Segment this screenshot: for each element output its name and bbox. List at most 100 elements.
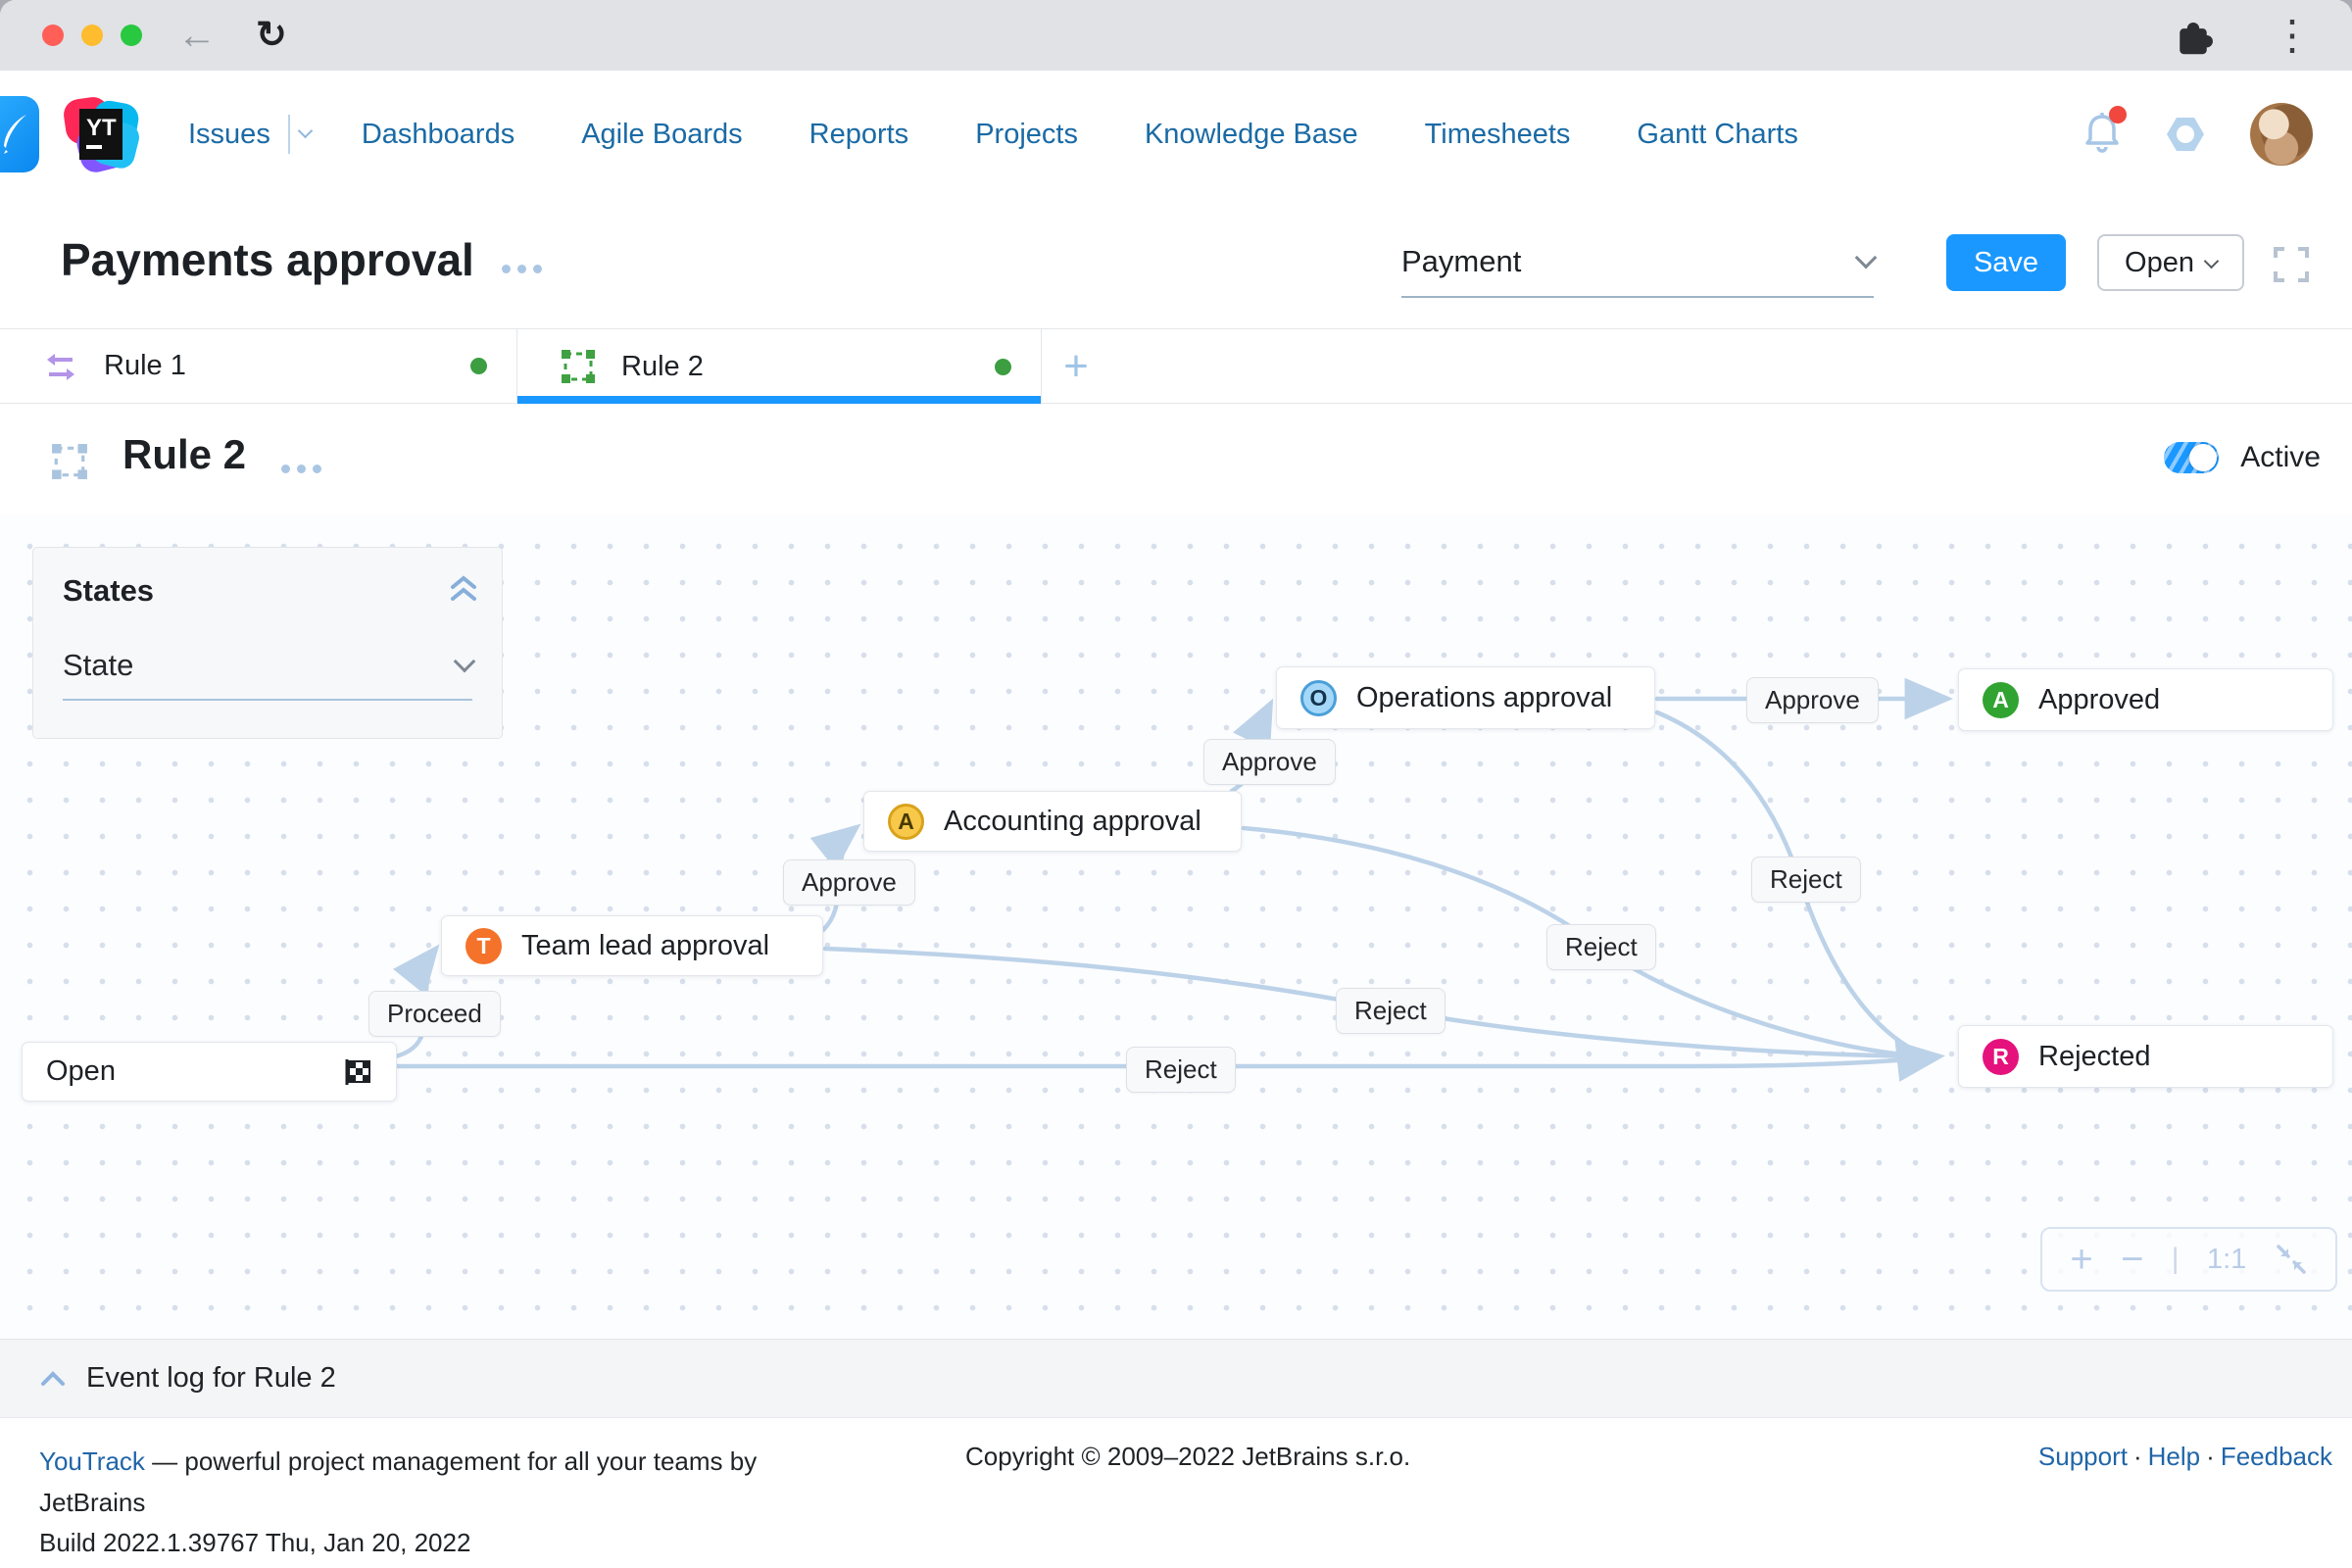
state-machine-rule-icon bbox=[562, 350, 595, 383]
transition-approve-operations[interactable]: Approve bbox=[1746, 677, 1879, 723]
nav-item-projects[interactable]: Projects bbox=[975, 118, 1078, 150]
node-operations-approval[interactable]: O Operations approval bbox=[1276, 666, 1655, 729]
youtrack-link[interactable]: YouTrack bbox=[39, 1446, 145, 1476]
event-log-collapse-icon[interactable] bbox=[39, 1369, 67, 1389]
transition-reject-accounting[interactable]: Reject bbox=[1546, 924, 1656, 970]
zoom-ratio-button[interactable]: 1:1 bbox=[2206, 1243, 2247, 1275]
issues-dropdown-chevron-icon[interactable] bbox=[297, 122, 314, 138]
collapse-panel-icon[interactable] bbox=[449, 573, 478, 605]
active-toggle-label: Active bbox=[2240, 441, 2321, 473]
footer-copyright: Copyright © 2009–2022 JetBrains s.r.o. bbox=[965, 1442, 1411, 1471]
node-rejected[interactable]: R Rejected bbox=[1958, 1025, 2333, 1088]
support-link[interactable]: Support bbox=[2037, 1442, 2128, 1471]
project-select[interactable]: Payment bbox=[1401, 227, 1878, 298]
node-rejected-label: Rejected bbox=[2038, 1040, 2151, 1072]
active-toggle[interactable] bbox=[2164, 442, 2220, 473]
node-operations-badge: O bbox=[1300, 679, 1337, 716]
feather-icon bbox=[4, 115, 26, 154]
maximize-window-button[interactable] bbox=[121, 24, 142, 46]
node-accounting-approval[interactable]: A Accounting approval bbox=[863, 791, 1242, 852]
footer-separator: · bbox=[2132, 1442, 2142, 1471]
node-rejected-badge: R bbox=[1983, 1038, 2019, 1075]
states-panel: States State bbox=[32, 547, 503, 739]
states-panel-title: States bbox=[63, 573, 155, 608]
feather-app-tile[interactable] bbox=[0, 96, 39, 172]
state-field-select[interactable]: State bbox=[63, 648, 476, 701]
rule-more-options-icon[interactable] bbox=[281, 465, 321, 473]
transition-reject-open[interactable]: Reject bbox=[1126, 1047, 1236, 1093]
tab-rule-1-status-dot bbox=[470, 358, 487, 374]
event-log-bar[interactable]: Event log for Rule 2 bbox=[0, 1339, 2352, 1417]
transition-reject-operations[interactable]: Reject bbox=[1751, 857, 1861, 903]
node-team-lead-approval[interactable]: T Team lead approval bbox=[441, 915, 823, 976]
fit-to-screen-icon[interactable] bbox=[2275, 1243, 2308, 1276]
rule-header: Rule 2 Active bbox=[0, 404, 2352, 514]
page-title: Payments approval bbox=[61, 234, 474, 285]
open-state-button[interactable]: Open bbox=[2097, 234, 2244, 291]
node-accounting-label: Accounting approval bbox=[944, 805, 1201, 837]
app-navbar: YT Issues Dashboards Agile Boards Report… bbox=[0, 71, 2352, 198]
save-button[interactable]: Save bbox=[1946, 234, 2066, 291]
footer-separator: · bbox=[2206, 1442, 2215, 1471]
transition-approve-teamlead[interactable]: Approve bbox=[783, 859, 915, 906]
canvas-zoom-toolbar: + − | 1:1 bbox=[2040, 1227, 2337, 1292]
feedback-link[interactable]: Feedback bbox=[2220, 1442, 2332, 1471]
transition-reject-teamlead[interactable]: Reject bbox=[1336, 988, 1446, 1034]
node-approved[interactable]: A Approved bbox=[1958, 668, 2333, 731]
footer-build-info: Build 2022.1.39767 Thu, Jan 20, 2022 bbox=[39, 1528, 471, 1558]
node-team-lead-badge: T bbox=[466, 927, 502, 964]
node-accounting-badge: A bbox=[888, 803, 924, 840]
back-icon[interactable]: ← bbox=[177, 14, 217, 57]
app-footer: YouTrack — powerful project management f… bbox=[0, 1417, 2352, 1568]
nav-item-reports[interactable]: Reports bbox=[808, 118, 909, 150]
tab-rule-1-label: Rule 1 bbox=[104, 350, 186, 381]
nav-divider bbox=[287, 115, 290, 154]
youtrack-logo[interactable]: YT bbox=[63, 96, 139, 172]
fullscreen-icon[interactable] bbox=[2272, 245, 2311, 284]
start-flag-icon bbox=[345, 1058, 370, 1085]
nav-item-issues[interactable]: Issues bbox=[188, 118, 270, 150]
rule-type-icon bbox=[52, 444, 87, 479]
rule-tabs: Rule 1 Rule 2 + bbox=[0, 328, 2352, 404]
on-change-rule-icon bbox=[47, 353, 74, 380]
node-team-lead-label: Team lead approval bbox=[521, 929, 770, 961]
zoom-in-button[interactable]: + bbox=[2070, 1238, 2093, 1281]
add-rule-button[interactable]: + bbox=[1042, 329, 1110, 404]
nav-item-dashboards[interactable]: Dashboards bbox=[361, 118, 515, 150]
workflow-more-options-icon[interactable] bbox=[502, 265, 542, 273]
open-state-label: Open bbox=[2125, 246, 2194, 278]
tab-rule-2[interactable]: Rule 2 bbox=[517, 329, 1042, 404]
rule-title: Rule 2 bbox=[122, 431, 247, 477]
project-select-value: Payment bbox=[1401, 244, 1522, 278]
event-log-title: Event log for Rule 2 bbox=[86, 1362, 336, 1394]
node-open[interactable]: Open bbox=[22, 1042, 397, 1102]
zoom-out-button[interactable]: − bbox=[2121, 1238, 2144, 1281]
tab-rule-2-label: Rule 2 bbox=[621, 350, 704, 382]
main-menu: Issues Dashboards Agile Boards Reports P… bbox=[188, 71, 1865, 198]
node-approved-badge: A bbox=[1983, 681, 2019, 718]
reload-icon[interactable]: ↻ bbox=[256, 15, 287, 56]
help-link[interactable]: Help bbox=[2147, 1442, 2201, 1471]
user-avatar[interactable] bbox=[2250, 103, 2313, 166]
node-approved-label: Approved bbox=[2038, 683, 2161, 715]
zoom-toolbar-divider: | bbox=[2171, 1243, 2180, 1275]
footer-links: Support·Help·Feedback bbox=[2038, 1442, 2332, 1472]
browser-menu-icon[interactable]: ⋮ bbox=[2272, 12, 2313, 58]
close-window-button[interactable] bbox=[42, 24, 64, 46]
notification-badge bbox=[2109, 105, 2127, 123]
workflow-canvas[interactable]: States State Open bbox=[0, 514, 2352, 1339]
transition-approve-accounting[interactable]: Approve bbox=[1203, 739, 1336, 785]
notifications-bell-icon[interactable] bbox=[2083, 105, 2127, 158]
nav-item-gantt-charts[interactable]: Gantt Charts bbox=[1637, 118, 1798, 150]
extensions-puzzle-icon[interactable] bbox=[2172, 14, 2215, 57]
state-field-label: State bbox=[63, 648, 134, 682]
nav-item-timesheets[interactable]: Timesheets bbox=[1424, 118, 1571, 150]
settings-hexagon-icon[interactable] bbox=[2164, 113, 2207, 156]
nav-item-knowledge-base[interactable]: Knowledge Base bbox=[1144, 118, 1358, 150]
nav-item-agile-boards[interactable]: Agile Boards bbox=[581, 118, 743, 150]
transition-proceed[interactable]: Proceed bbox=[368, 991, 501, 1037]
tab-rule-1[interactable]: Rule 1 bbox=[0, 329, 517, 404]
footer-about-text: — powerful project management for all yo… bbox=[39, 1446, 758, 1517]
minimize-window-button[interactable] bbox=[81, 24, 103, 46]
